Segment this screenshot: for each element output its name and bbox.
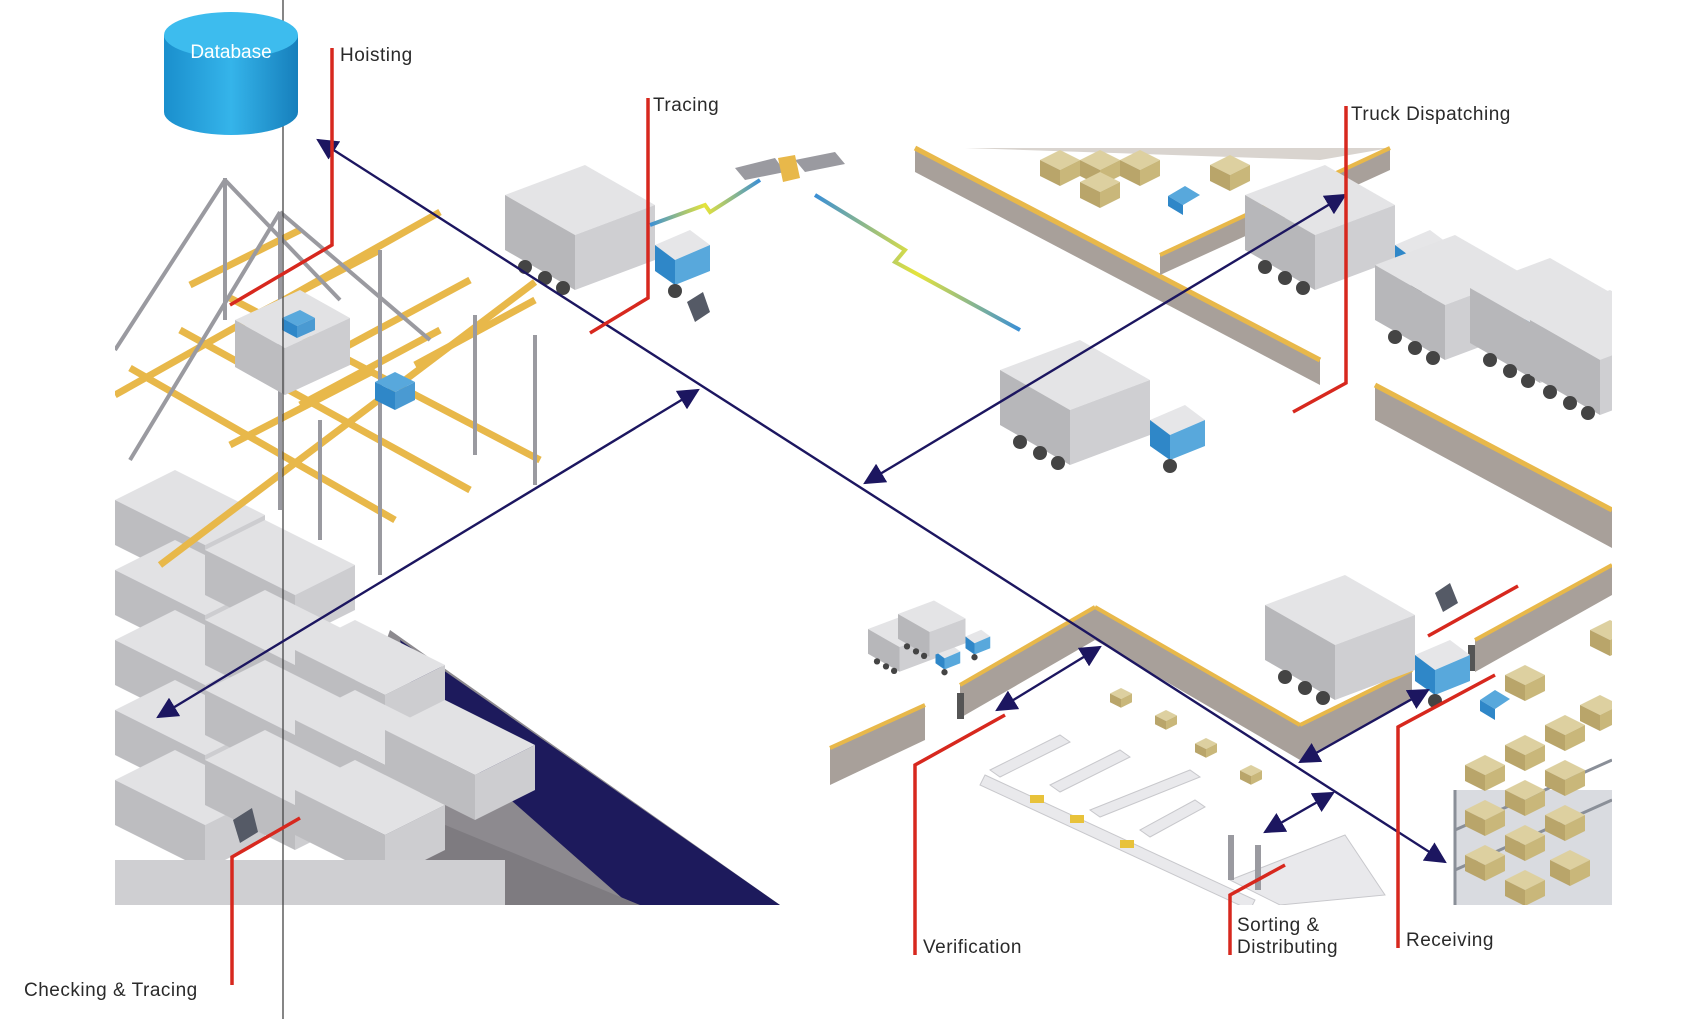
callout-checking-tracing xyxy=(230,816,301,985)
callout-tracing xyxy=(589,98,650,335)
shelf-icon xyxy=(1453,620,1630,906)
arrow-checking-hub xyxy=(156,388,700,719)
label-sorting-line2: Distributing xyxy=(1237,937,1338,958)
label-sorting-line1: Sorting & xyxy=(1237,915,1320,936)
arrow-database-receiving xyxy=(316,138,1447,864)
scanner-icon xyxy=(687,292,710,322)
container-stack xyxy=(115,470,535,905)
callout-truck-dispatching xyxy=(1292,106,1348,414)
arrow-receiving xyxy=(1298,688,1430,764)
callout-sorting xyxy=(1228,863,1286,955)
callout-verification xyxy=(913,713,1006,955)
scanner-icon xyxy=(233,808,258,843)
labels: Hoisting Tracing Truck Dispatching Check… xyxy=(24,45,1511,1001)
label-checking-tracing: Checking & Tracing xyxy=(24,980,198,1001)
arrow-sorting xyxy=(1263,791,1335,834)
callout-hoisting xyxy=(229,48,334,307)
callout-receiving-gate xyxy=(1427,584,1519,638)
label-tracing: Tracing xyxy=(653,95,719,116)
database-icon: Database xyxy=(164,12,298,135)
warehouse-top-right xyxy=(913,145,1691,548)
label-hoisting: Hoisting xyxy=(340,45,413,66)
flow-arrows xyxy=(156,138,1447,864)
database-label: Database xyxy=(190,42,271,63)
label-verification: Verification xyxy=(923,937,1022,958)
callout-receiving xyxy=(1396,673,1496,948)
satellite-icon xyxy=(735,152,845,182)
label-receiving: Receiving xyxy=(1406,930,1494,951)
label-truck-dispatching: Truck Dispatching xyxy=(1351,104,1511,125)
sorting-area xyxy=(829,563,1630,911)
callout-lines xyxy=(229,48,1519,985)
arrow-hub-truck-dispatch xyxy=(863,193,1347,485)
scanner-icon xyxy=(1435,583,1458,612)
dispatch-truck xyxy=(1000,340,1205,473)
arrow-verification xyxy=(995,645,1102,712)
tracing-truck xyxy=(505,165,710,298)
forklift-icon xyxy=(1480,690,1510,709)
